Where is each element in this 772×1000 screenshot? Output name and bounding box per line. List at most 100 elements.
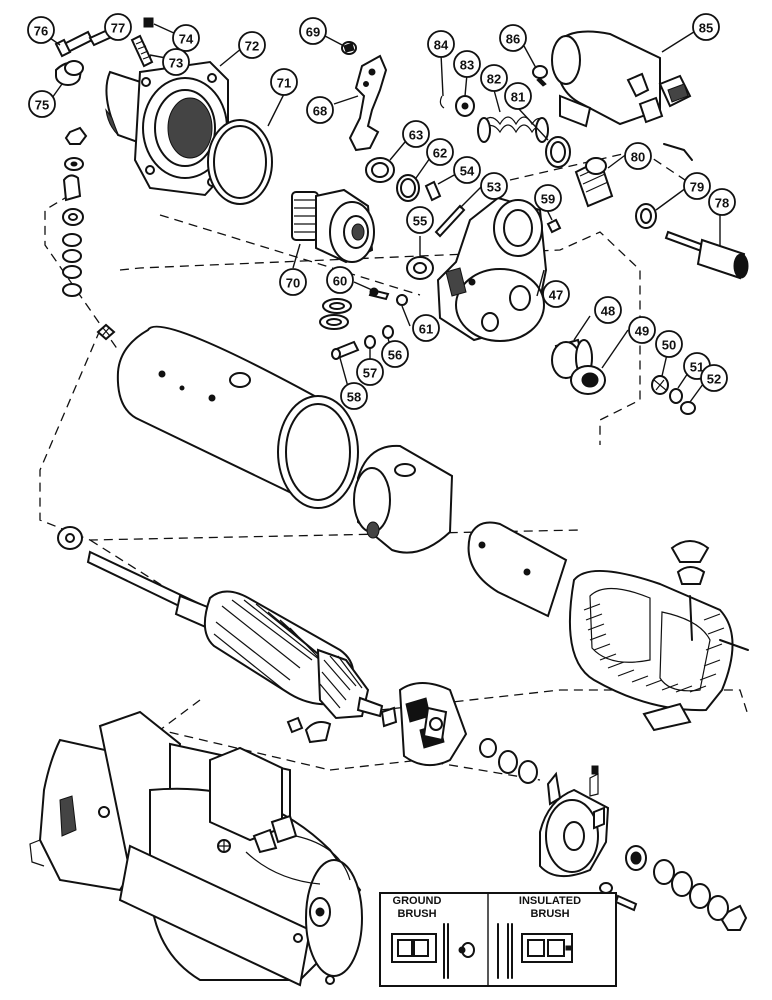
callout-circle — [340, 382, 368, 410]
callout-number: 86 — [506, 32, 520, 47]
pin-53 — [434, 204, 466, 238]
callout-circle — [279, 268, 307, 296]
callout-number: 68 — [313, 104, 327, 119]
set-screw-74 — [143, 17, 154, 28]
bearing-49 — [570, 365, 606, 395]
callout-number: 53 — [487, 180, 501, 195]
callout-circle — [453, 50, 481, 78]
callout-circle — [480, 172, 508, 200]
callout-circle — [412, 314, 440, 342]
callout-number: 59 — [541, 192, 555, 207]
callout-circle — [655, 330, 683, 358]
assembled-starter — [29, 710, 363, 987]
callout-49: 49 — [628, 316, 656, 344]
callout-number: 61 — [419, 322, 433, 337]
plunger-78 — [664, 230, 749, 280]
callout-number: 85 — [699, 21, 713, 36]
callout-number: 63 — [409, 128, 423, 143]
callout-number: 70 — [286, 276, 300, 291]
callout-84: 84 — [427, 30, 455, 58]
callout-circle — [104, 13, 132, 41]
callout-number: 83 — [460, 58, 474, 73]
callout-number: 78 — [715, 196, 729, 211]
nut-50 — [651, 375, 669, 395]
callout-number: 69 — [306, 25, 320, 40]
callout-circle — [499, 24, 527, 52]
callout-number: 74 — [179, 32, 194, 47]
callout-number: 62 — [433, 146, 447, 161]
ring-84 — [439, 95, 445, 109]
ground-brush-detail — [391, 923, 475, 979]
callout-81: 81 — [504, 82, 532, 110]
callout-74: 74 — [172, 24, 200, 52]
plunger-80 — [574, 157, 614, 208]
screw-60 — [368, 287, 390, 301]
callout-50: 50 — [655, 330, 683, 358]
insulated-brush-label-1: INSULATED — [519, 895, 581, 907]
callout-circle — [381, 340, 409, 368]
callout-circle — [427, 30, 455, 58]
washers-shims — [319, 298, 352, 330]
callout-77: 77 — [104, 13, 132, 41]
callout-circle — [594, 296, 622, 324]
callout-80: 80 — [624, 142, 652, 170]
bushing-75 — [55, 60, 84, 86]
callout-72: 72 — [238, 31, 266, 59]
callout-54: 54 — [453, 156, 481, 184]
callout-57: 57 — [356, 358, 384, 386]
ring-56 — [382, 325, 394, 339]
callout-number: 80 — [631, 150, 645, 165]
screw-76 — [54, 30, 94, 58]
callout-69: 69 — [299, 17, 327, 45]
callout-circle — [402, 120, 430, 148]
washer-52 — [680, 401, 696, 415]
washer-79 — [635, 203, 657, 229]
callout-number: 48 — [601, 304, 615, 319]
callout-number: 76 — [34, 24, 48, 39]
callout-63: 63 — [402, 120, 430, 148]
callout-number: 52 — [707, 372, 721, 387]
callout-number: 75 — [35, 98, 49, 113]
callout-86: 86 — [499, 24, 527, 52]
callout-48: 48 — [594, 296, 622, 324]
callout-number: 47 — [549, 288, 563, 303]
callout-number: 84 — [434, 38, 449, 53]
washer-81 — [545, 136, 571, 168]
washer-left — [57, 526, 83, 550]
end-hardware — [599, 845, 748, 931]
motor-frame — [116, 325, 359, 509]
callout-circle — [238, 31, 266, 59]
brush-inset-box: GROUND BRUSH INSULATED BRUSH — [379, 892, 617, 987]
callout-circle — [708, 188, 736, 216]
small-clip — [286, 716, 332, 744]
washer-51 — [669, 388, 683, 404]
drive-housing-47 — [436, 196, 548, 342]
callout-56: 56 — [381, 340, 409, 368]
callout-55: 55 — [406, 206, 434, 234]
shift-lever-68 — [348, 54, 388, 152]
callout-circle — [162, 48, 190, 76]
callout-circle — [306, 96, 334, 124]
callout-number: 60 — [333, 274, 347, 289]
washer-63 — [365, 157, 395, 183]
ground-brush-label-1: GROUND — [393, 895, 442, 907]
callout-number: 72 — [245, 39, 259, 54]
nose-housing-72 — [105, 60, 229, 197]
callout-58: 58 — [340, 382, 368, 410]
callout-number: 77 — [111, 21, 125, 36]
spring-pin-73 — [130, 34, 154, 68]
callout-59: 59 — [534, 184, 562, 212]
callout-number: 50 — [662, 338, 676, 353]
callout-78: 78 — [708, 188, 736, 216]
callout-number: 54 — [460, 164, 475, 179]
callout-circle — [480, 64, 508, 92]
plug-59 — [546, 218, 562, 234]
callout-number: 49 — [635, 324, 649, 339]
callout-85: 85 — [692, 13, 720, 41]
plug-69 — [341, 41, 357, 55]
callout-circle — [299, 17, 327, 45]
callout-number: 82 — [487, 72, 501, 87]
washer-55 — [406, 256, 434, 280]
spring-54 — [424, 180, 442, 202]
